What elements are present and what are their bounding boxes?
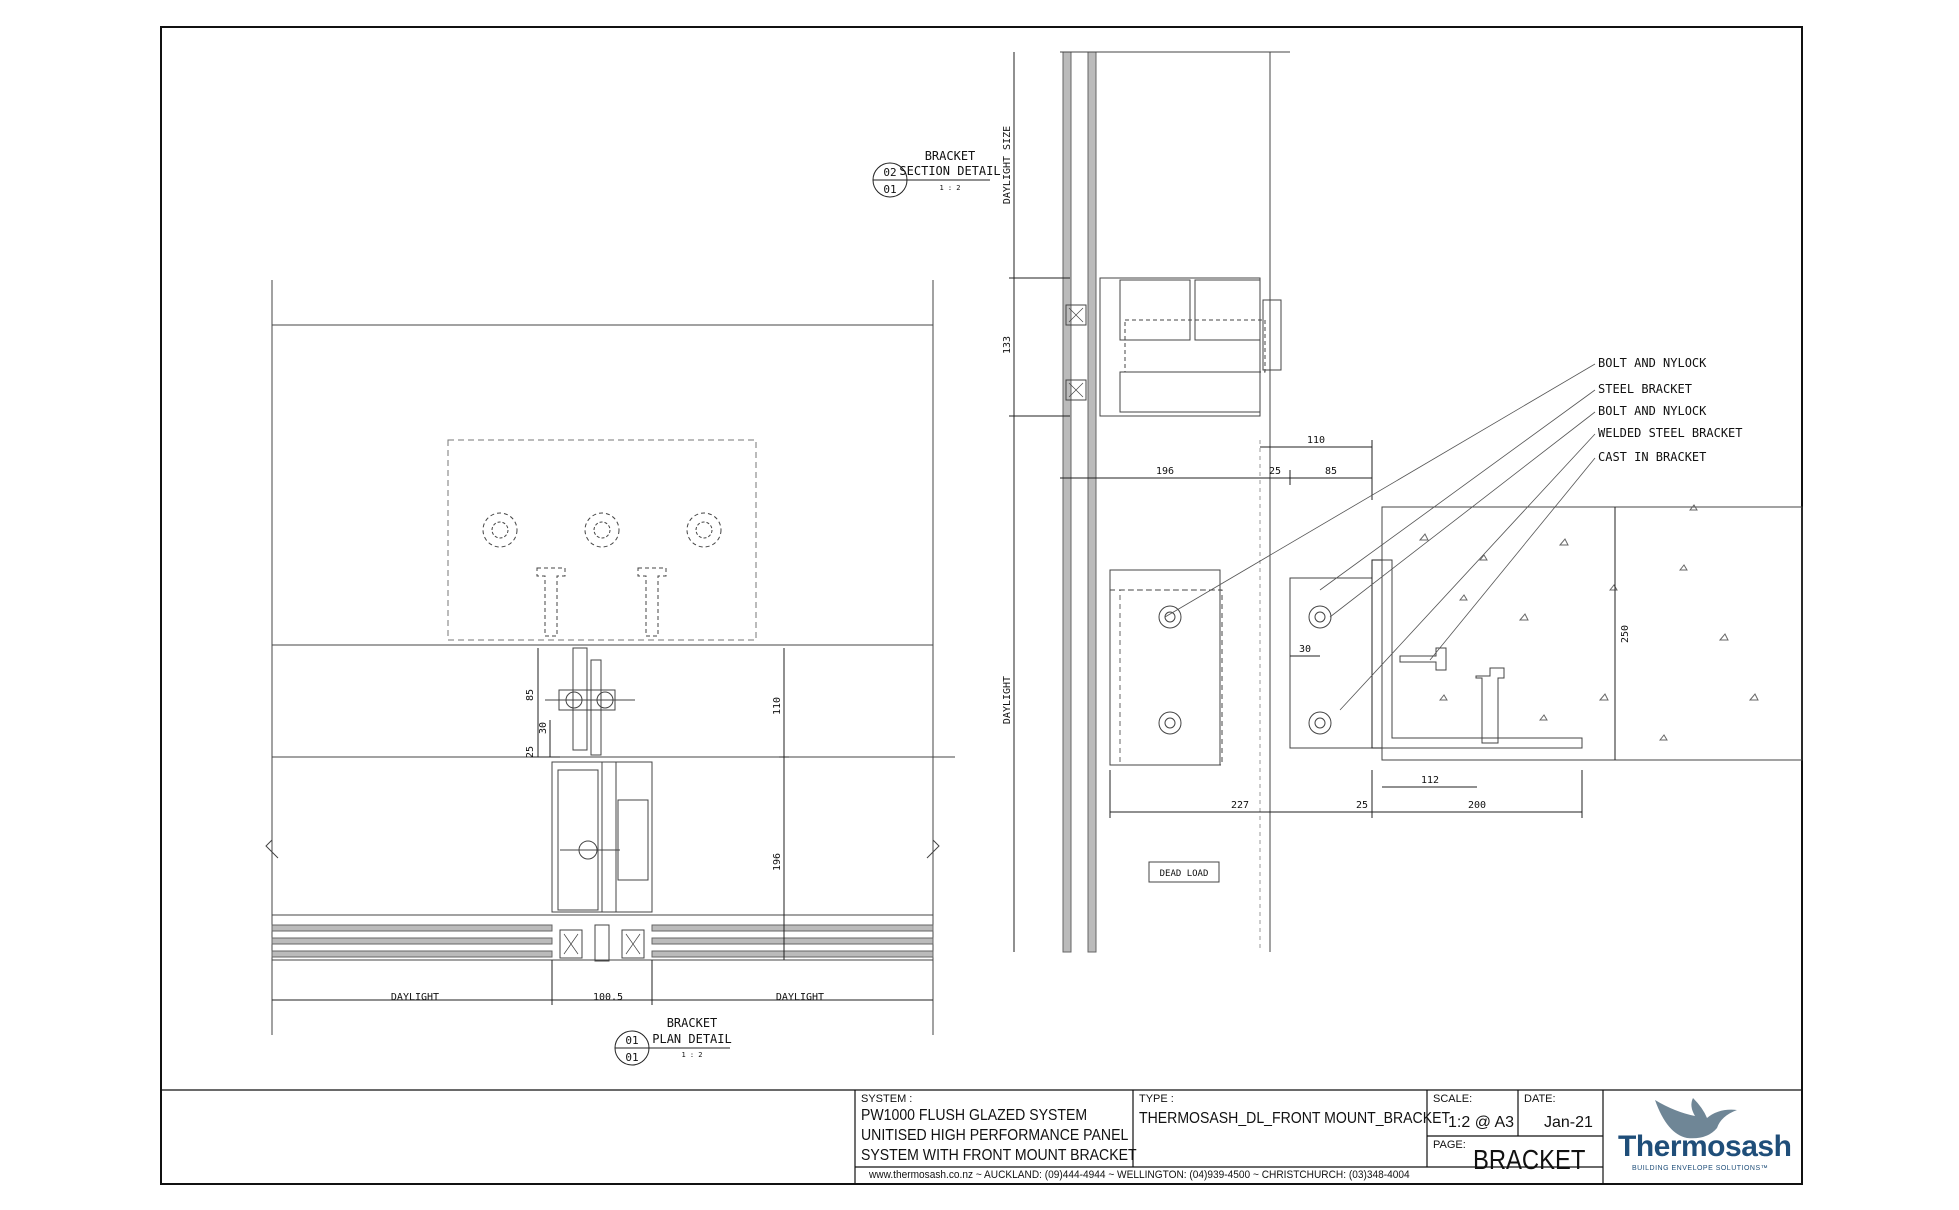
plan-detail-title-2: PLAN DETAIL — [652, 1032, 731, 1046]
contact-footer: www.thermosash.co.nz ~ AUCKLAND: (09)444… — [869, 1169, 1410, 1181]
sheet-border — [160, 26, 1803, 1185]
section-detail-sheet: 01 — [883, 183, 896, 196]
section-detail-number: 02 — [883, 166, 896, 179]
system-line-3: SYSTEM WITH FRONT MOUNT BRACKET — [861, 1147, 1137, 1164]
section-dim-110: 110 — [1307, 435, 1325, 446]
date-value: Jan-21 — [1544, 1114, 1593, 1131]
page-label: PAGE: — [1433, 1139, 1466, 1151]
section-dim-25-top: 25 — [1269, 466, 1281, 477]
plan-dim-mullion-width: 100.5 — [593, 992, 623, 1003]
callout-welded-steel-bracket: WELDED STEEL BRACKET — [1598, 426, 1743, 440]
logo-tagline: BUILDING ENVELOPE SOLUTIONS™ — [1632, 1165, 1769, 1172]
section-dim-85: 85 — [1325, 466, 1337, 477]
plan-dim-85: 85 — [525, 689, 536, 701]
section-dim-250: 250 — [1620, 625, 1631, 643]
scale-value: 1:2 @ A3 — [1448, 1114, 1515, 1131]
callout-bolt-nylock-1: BOLT AND NYLOCK — [1598, 356, 1707, 370]
system-line-1: PW1000 FLUSH GLAZED SYSTEM — [861, 1107, 1088, 1124]
title-block-frame — [161, 1089, 1802, 1184]
type-value: THERMOSASH_DL_FRONT MOUNT_BRACKET — [1139, 1110, 1451, 1127]
section-detail-scale: 1 : 2 — [939, 184, 960, 192]
plan-dim-30: 30 — [538, 722, 549, 734]
section-dim-25-bottom: 25 — [1356, 800, 1368, 811]
plan-detail-drawing — [265, 280, 955, 1035]
plan-detail-number: 01 — [625, 1034, 638, 1047]
page-value: BRACKET — [1473, 1144, 1586, 1175]
thermosash-logo-bird-icon — [1655, 1098, 1737, 1139]
dead-load-label: DEAD LOAD — [1160, 869, 1209, 879]
plan-detail-scale: 1 : 2 — [681, 1051, 702, 1059]
section-dim-30: 30 — [1299, 644, 1311, 655]
callout-cast-in-bracket: CAST IN BRACKET — [1598, 450, 1706, 464]
plan-dim-daylight-left: DAYLIGHT — [391, 992, 439, 1003]
system-label: SYSTEM : — [861, 1093, 913, 1105]
plan-detail-title-1: BRACKET — [667, 1016, 718, 1030]
section-detail-title-2: SECTION DETAIL — [899, 164, 1000, 178]
plan-dim-daylight-right: DAYLIGHT — [776, 992, 824, 1003]
plan-dim-25: 25 — [525, 746, 536, 758]
plan-detail-sheet: 01 — [625, 1051, 638, 1064]
section-dim-196: 196 — [1156, 466, 1174, 477]
section-dim-133: 133 — [1002, 336, 1013, 354]
section-detail-drawing — [1009, 51, 1803, 953]
section-dim-200: 200 — [1468, 800, 1486, 811]
date-label: DATE: — [1524, 1093, 1556, 1105]
system-line-2: UNITISED HIGH PERFORMANCE PANEL — [861, 1127, 1129, 1144]
plan-dim-196: 196 — [772, 853, 783, 871]
section-dim-daylight: DAYLIGHT — [1002, 676, 1013, 724]
type-label: TYPE : — [1139, 1093, 1174, 1105]
section-dim-daylight-size: DAYLIGHT SIZE — [1002, 126, 1013, 204]
callout-steel-bracket: STEEL BRACKET — [1598, 382, 1692, 396]
section-dim-227: 227 — [1231, 800, 1249, 811]
callout-bolt-nylock-2: BOLT AND NYLOCK — [1598, 404, 1707, 418]
section-dim-112: 112 — [1421, 775, 1439, 786]
section-detail-title-1: BRACKET — [925, 149, 976, 163]
section-detail-callout: 02 01 BRACKET SECTION DETAIL 1 : 2 — [872, 149, 1001, 198]
scale-label: SCALE: — [1433, 1093, 1473, 1105]
plan-dim-110: 110 — [772, 697, 783, 715]
plan-detail-callout: 01 01 BRACKET PLAN DETAIL 1 : 2 — [614, 1016, 732, 1066]
logo-name: Thermosash — [1618, 1130, 1792, 1163]
